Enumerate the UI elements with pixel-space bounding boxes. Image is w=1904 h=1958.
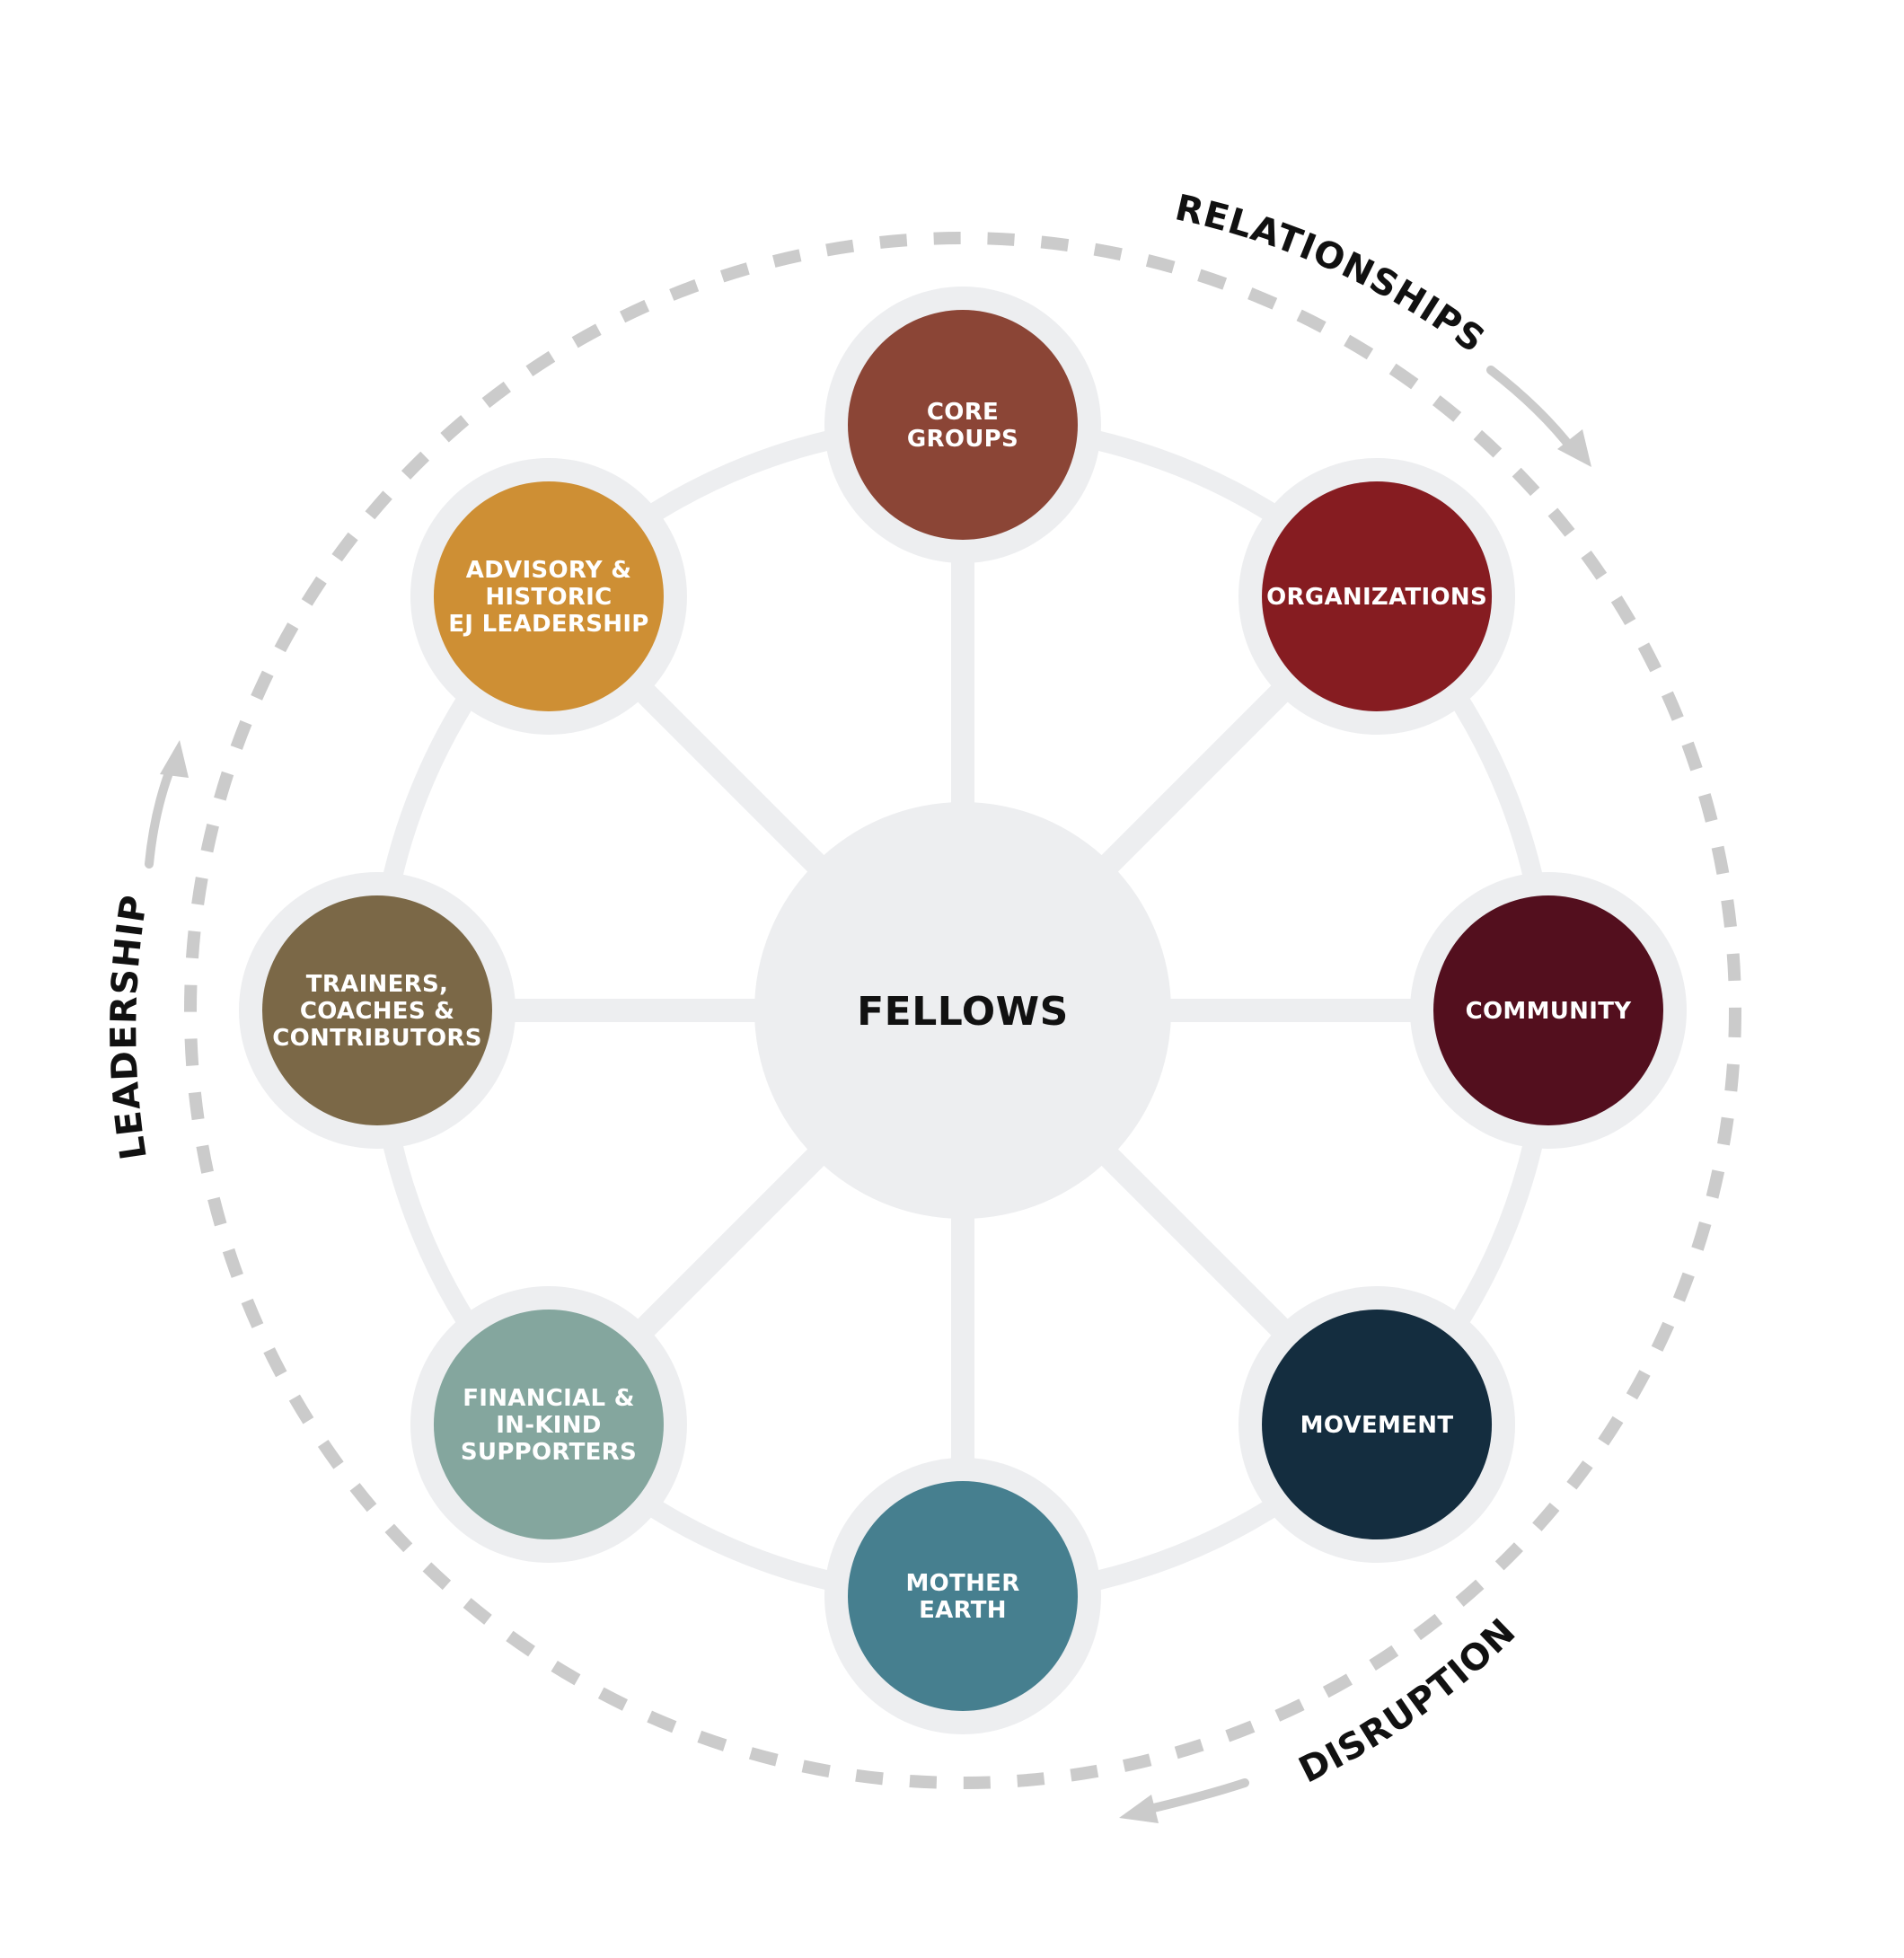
node-organizations[interactable]: ORGANIZATIONS	[1238, 457, 1516, 735]
disruption-label: DISRUPTION	[1292, 1610, 1524, 1791]
node-label-line: COACHES &	[300, 998, 454, 1025]
leadership-arrow-shaft	[145, 759, 177, 869]
node-label-line: SUPPORTERS	[461, 1439, 637, 1466]
node-label-line: MOTHER	[905, 1570, 1019, 1597]
center-label: FELLOWS	[857, 989, 1069, 1035]
disruption-arrow-head	[1119, 1795, 1159, 1823]
node-label-line: IN-KIND	[496, 1412, 602, 1439]
node-label-line: EJ LEADERSHIP	[448, 611, 648, 638]
node-label-line: ORGANIZATIONS	[1266, 584, 1487, 611]
node-label-community: COMMUNITY	[1466, 998, 1633, 1025]
node-circle-community	[1433, 895, 1663, 1125]
node-label-line: MOVEMENT	[1300, 1412, 1454, 1439]
node-label-line: CONTRIBUTORS	[272, 1025, 482, 1052]
relationships-arrow-head	[1557, 429, 1591, 467]
node-movement[interactable]: MOVEMENT	[1238, 1286, 1516, 1564]
relationships-arrow	[1486, 366, 1591, 467]
orbit-arrows	[145, 366, 1591, 1823]
spoke-organizations	[1095, 679, 1294, 878]
center-node[interactable]: FELLOWS	[754, 802, 1171, 1219]
dashed-orbit-circle	[184, 232, 1741, 1789]
node-label-line: GROUPS	[907, 426, 1018, 453]
node-circle-financial-supporters	[433, 1310, 664, 1540]
disruption-arrow	[1119, 1778, 1249, 1823]
spoke-advisory-leadership	[631, 679, 831, 878]
relationships-arrow-shaft	[1486, 366, 1578, 455]
leadership-arrow	[145, 740, 189, 869]
leadership-arrow-head	[160, 740, 189, 778]
node-trainers-coaches[interactable]: TRAINERS,COACHES &CONTRIBUTORS	[239, 872, 516, 1149]
spokes	[507, 554, 1419, 1467]
node-circle-movement	[1262, 1310, 1493, 1540]
node-label-line: COMMUNITY	[1466, 998, 1633, 1025]
node-label-line: HISTORIC	[485, 584, 612, 611]
node-circle-mother-earth	[848, 1481, 1078, 1711]
node-community[interactable]: COMMUNITY	[1410, 872, 1687, 1149]
node-label-line: CORE	[927, 399, 999, 426]
node-circle-trainers-coaches	[262, 895, 492, 1125]
center-circle	[754, 802, 1171, 1219]
spoke-movement	[1095, 1142, 1294, 1342]
disruption-arrow-shaft	[1142, 1778, 1249, 1814]
node-circle-organizations	[1262, 481, 1493, 711]
node-circle-advisory-leadership	[433, 481, 664, 711]
node-label-line: FINANCIAL &	[463, 1385, 635, 1412]
node-label-organizations: ORGANIZATIONS	[1266, 584, 1487, 611]
outer-dashed-orbit	[184, 232, 1741, 1789]
node-label-line: ADVISORY &	[466, 557, 631, 584]
node-label-line: EARTH	[919, 1597, 1007, 1624]
node-circle-core-groups	[848, 310, 1078, 540]
leadership-label: LEADERSHIP	[103, 892, 155, 1162]
node-label-trainers-coaches: TRAINERS,COACHES &CONTRIBUTORS	[272, 971, 482, 1052]
node-label-movement: MOVEMENT	[1300, 1412, 1454, 1439]
node-label-line: TRAINERS,	[306, 971, 448, 998]
spoke-financial-supporters	[631, 1142, 831, 1342]
relationships-label: RELATIONSHIPS	[1171, 187, 1493, 361]
